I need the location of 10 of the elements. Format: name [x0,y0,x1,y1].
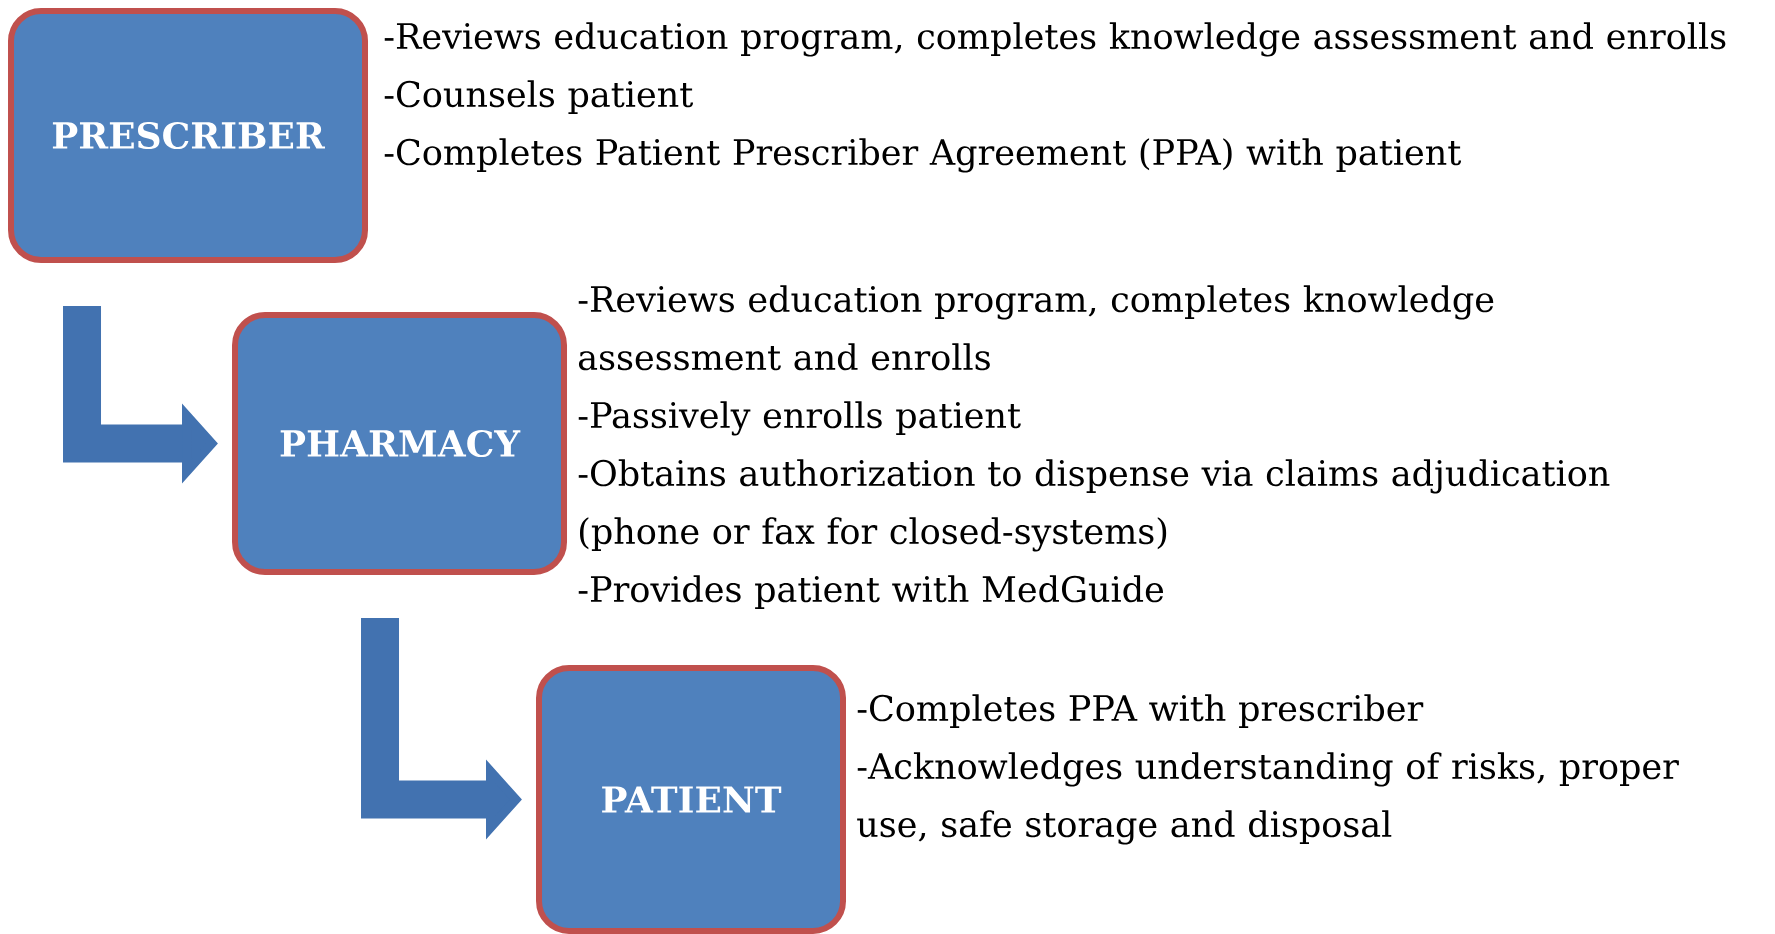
node-label: -Passively enrolls patient [578,401,1021,436]
node-label: -Provides patient with MedGuide [578,575,1164,610]
role-box: PATIENT [536,665,846,934]
description-text: -Reviews education program, completes knowledge assessment and enrolls -Passively enrolls patient -Obtains authorization to dispense via claims adjudication (phone or fax for closed-systems) -Provides patient with MedGuide [578,285,1610,610]
description-text: -Completes PPA with prescriber -Acknowledges understanding of risks, proper use, safe storage and disposal [857,694,1679,845]
role-box: PHARMACY [232,312,567,575]
description-text: -Reviews education program, completes knowledge assessment and enrolls -Counsels patient -Completes Patient Prescriber Agreement (PPA) with patient [384,22,1726,173]
role-box: PRESCRIBER [8,8,368,263]
node-label: -Obtains authorization to dispense via claims adjudication (phone or fax for closed-systems) [578,459,1610,552]
node-label: -Reviews education program, completes knowledge assessment and enrolls [578,285,1494,371]
